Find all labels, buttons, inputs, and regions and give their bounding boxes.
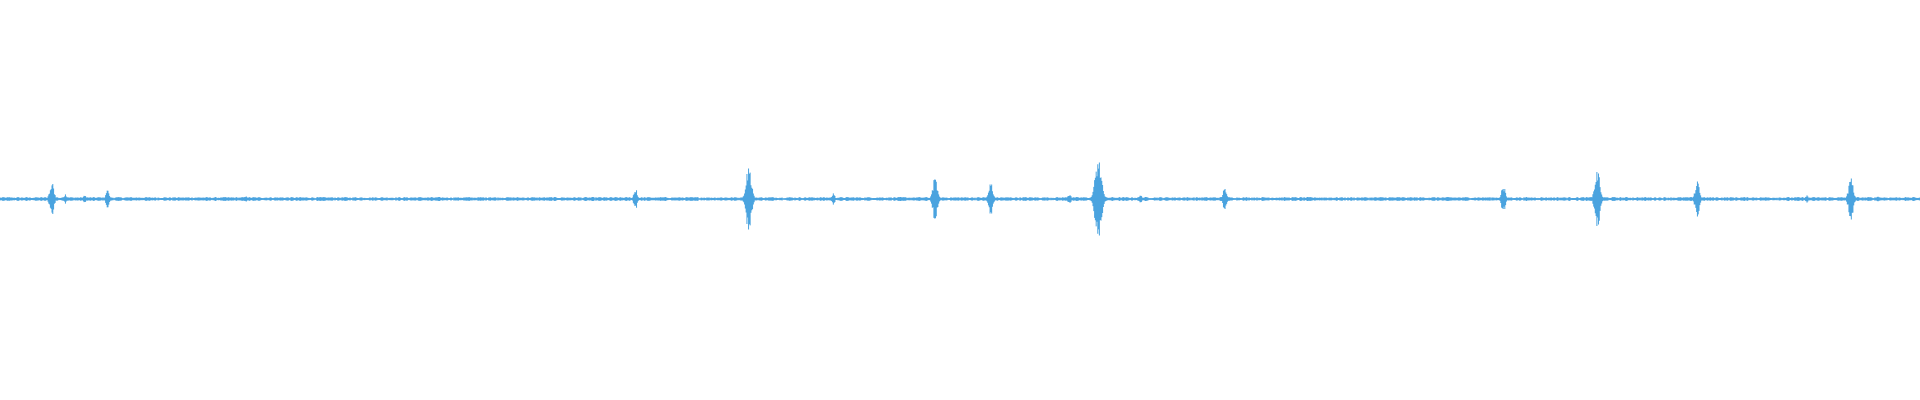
waveform-burst-6: [629, 190, 642, 208]
waveform-burst-3: [101, 190, 113, 208]
waveform-burst-15: [1497, 188, 1510, 210]
waveform-burst-13: [1135, 195, 1146, 203]
waveform-burst-20: [1872, 196, 1882, 202]
waveform-burst-11: [1064, 195, 1074, 203]
waveform-burst-18: [1801, 195, 1812, 203]
waveform-burst-5: [484, 197, 494, 201]
waveform-burst-8: [828, 193, 838, 205]
waveform-burst-2: [79, 195, 90, 203]
waveform-burst-0: [45, 184, 59, 214]
waveform-burst-17: [1690, 181, 1704, 217]
waveform-burst-19: [1843, 178, 1858, 220]
waveform-burst-1: [60, 194, 70, 204]
waveform-burst-7: [740, 168, 758, 230]
waveform-burst-10: [983, 184, 997, 214]
waveform-burst-9: [927, 179, 942, 219]
waveform-burst-12: [1088, 162, 1108, 236]
waveform-trace: [0, 162, 1920, 236]
waveform-burst-16: [1589, 172, 1606, 226]
waveform-burst-14: [1218, 188, 1231, 210]
waveform-burst-4: [240, 196, 250, 202]
